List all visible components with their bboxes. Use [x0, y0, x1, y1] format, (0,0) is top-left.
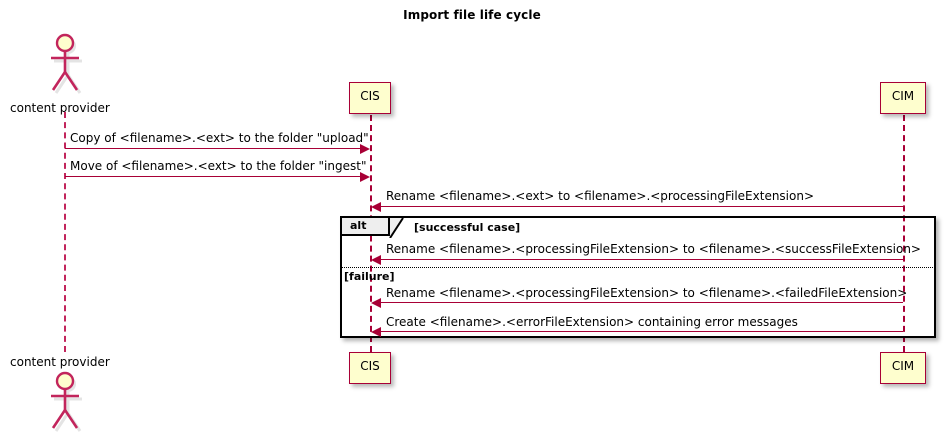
message-line-5	[381, 302, 903, 303]
participant-cis-top[interactable]: CIS	[349, 82, 391, 114]
alt-combined-fragment	[340, 216, 936, 338]
alt-operator-tab: alt	[342, 218, 390, 236]
message-arrowhead-4	[371, 255, 381, 265]
message-arrowhead-1	[360, 144, 370, 154]
alt-branch-divider	[341, 267, 935, 268]
message-arrowhead-2	[360, 172, 370, 182]
participant-cis-bottom[interactable]: CIS	[349, 352, 391, 384]
message-label-4: Rename <filename>.<processingFileExtensi…	[386, 242, 921, 256]
actor-icon-bottom	[42, 370, 88, 432]
message-arrowhead-3	[371, 202, 381, 212]
message-label-1: Copy of <filename>.<ext> to the folder "…	[70, 131, 369, 145]
message-arrowhead-6	[371, 327, 381, 337]
message-line-4	[381, 259, 903, 260]
alt-guard-failure: [failure]	[344, 270, 395, 283]
message-label-3: Rename <filename>.<ext> to <filename>.<p…	[386, 189, 815, 203]
actor-label-bottom: content provider	[10, 355, 110, 369]
message-label-5: Rename <filename>.<processingFileExtensi…	[386, 286, 908, 300]
actor-icon-top	[42, 32, 88, 94]
message-line-1	[65, 148, 360, 149]
message-label-2: Move of <filename>.<ext> to the folder "…	[70, 159, 367, 173]
message-arrowhead-5	[371, 298, 381, 308]
lifeline-content-provider	[64, 112, 66, 352]
participant-cim-bottom[interactable]: CIM	[880, 352, 926, 384]
alt-tab-corner-stroke	[388, 216, 404, 238]
message-line-6	[381, 331, 903, 332]
message-label-6: Create <filename>.<errorFileExtension> c…	[386, 315, 798, 329]
lifeline-cim	[903, 115, 905, 352]
message-line-3	[381, 206, 903, 207]
participant-cim-top[interactable]: CIM	[880, 82, 926, 114]
alt-guard-successful-case: [successful case]	[414, 221, 521, 234]
actor-label-top: content provider	[10, 101, 110, 115]
message-line-2	[65, 176, 360, 177]
diagram-title: Import file life cycle	[403, 8, 541, 22]
